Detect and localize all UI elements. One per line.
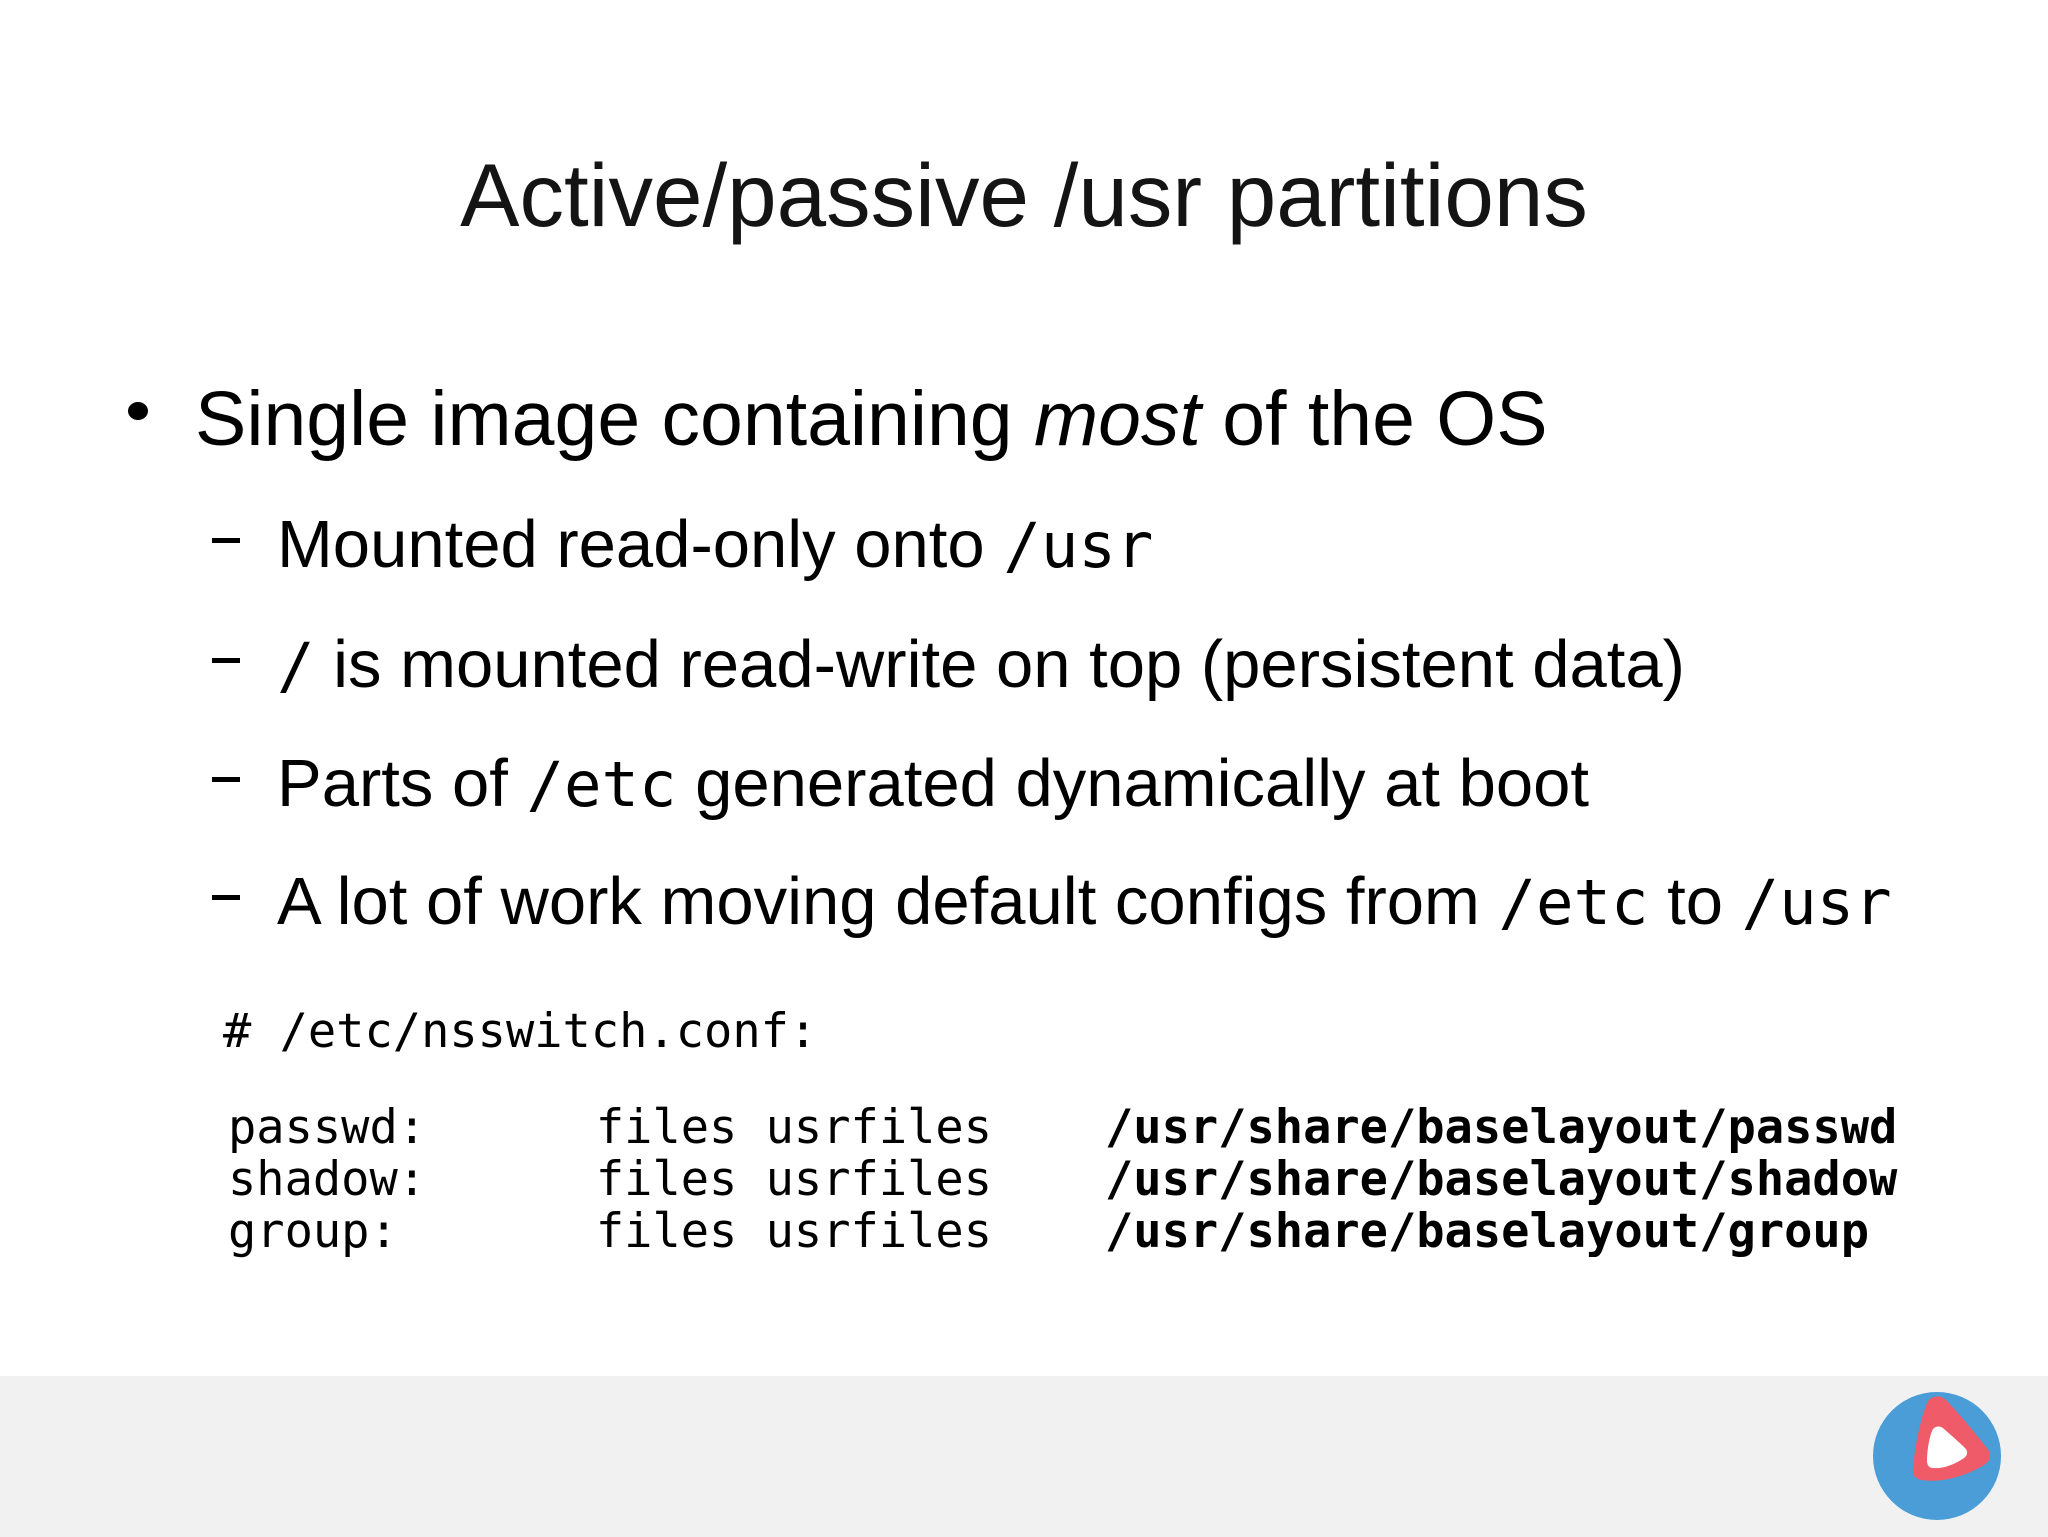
- sub-bullet-2: / is mounted read-write on top (persiste…: [277, 631, 1685, 698]
- code-row-shadow: shadow: files usrfiles/usr/share/baselay…: [228, 1156, 2008, 1203]
- dash-marker: [212, 777, 240, 782]
- logo-inner-shape: [1927, 1426, 1968, 1469]
- slide-title: Active/passive /usr partitions: [460, 145, 1588, 245]
- code-row-left: group: files usrfiles: [228, 1204, 993, 1259]
- code-row-path: /usr/share/baselayout/group: [1105, 1204, 1870, 1259]
- code-row-path: /usr/share/baselayout/passwd: [1105, 1100, 1898, 1155]
- code-row-left: passwd: files usrfiles: [228, 1100, 993, 1155]
- code-row-group: group: files usrfiles/usr/share/baselayo…: [228, 1208, 2008, 1255]
- dash-marker: [212, 658, 240, 663]
- sub-bullet-3-code: /etc: [526, 748, 677, 821]
- sub-bullet-4-text2: to: [1648, 864, 1742, 939]
- sub-bullet-4-text: A lot of work moving default configs fro…: [277, 864, 1499, 939]
- code-row-passwd: passwd: files usrfiles/usr/share/baselay…: [228, 1104, 2008, 1151]
- footer-band: [0, 1376, 2048, 1537]
- code-comment: # /etc/nsswitch.conf:: [223, 1004, 818, 1059]
- sub-bullet-4-code2: /usr: [1741, 866, 1892, 939]
- bullet-marker: [128, 402, 148, 420]
- sub-bullet-2-text: is mounted read-write on top (persistent…: [314, 627, 1685, 702]
- main-bullet-pre: Single image containing: [195, 376, 1034, 462]
- dash-marker: [212, 538, 240, 543]
- sub-bullet-3: Parts of /etc generated dynamically at b…: [277, 750, 1589, 817]
- main-bullet-post: of the OS: [1200, 376, 1548, 462]
- sub-bullet-1: Mounted read-only onto /usr: [277, 511, 1153, 578]
- sub-bullet-3-text2: generated dynamically at boot: [676, 746, 1590, 821]
- sub-bullet-4-code: /etc: [1498, 866, 1649, 939]
- sub-bullet-2-code: /: [277, 629, 315, 702]
- sub-bullet-4: A lot of work moving default configs fro…: [277, 868, 1892, 935]
- code-row-left: shadow: files usrfiles: [228, 1152, 993, 1207]
- code-row-path: /usr/share/baselayout/shadow: [1105, 1152, 1898, 1207]
- sub-bullet-1-code: /usr: [1003, 509, 1154, 582]
- main-bullet-emphasis: most: [1034, 376, 1201, 462]
- coreos-logo-icon: [1873, 1392, 2001, 1520]
- dash-marker: [212, 895, 240, 900]
- sub-bullet-3-text: Parts of: [277, 746, 527, 821]
- sub-bullet-1-text: Mounted read-only onto: [277, 507, 1004, 582]
- main-bullet-text: Single image containing most of the OS: [195, 381, 1548, 458]
